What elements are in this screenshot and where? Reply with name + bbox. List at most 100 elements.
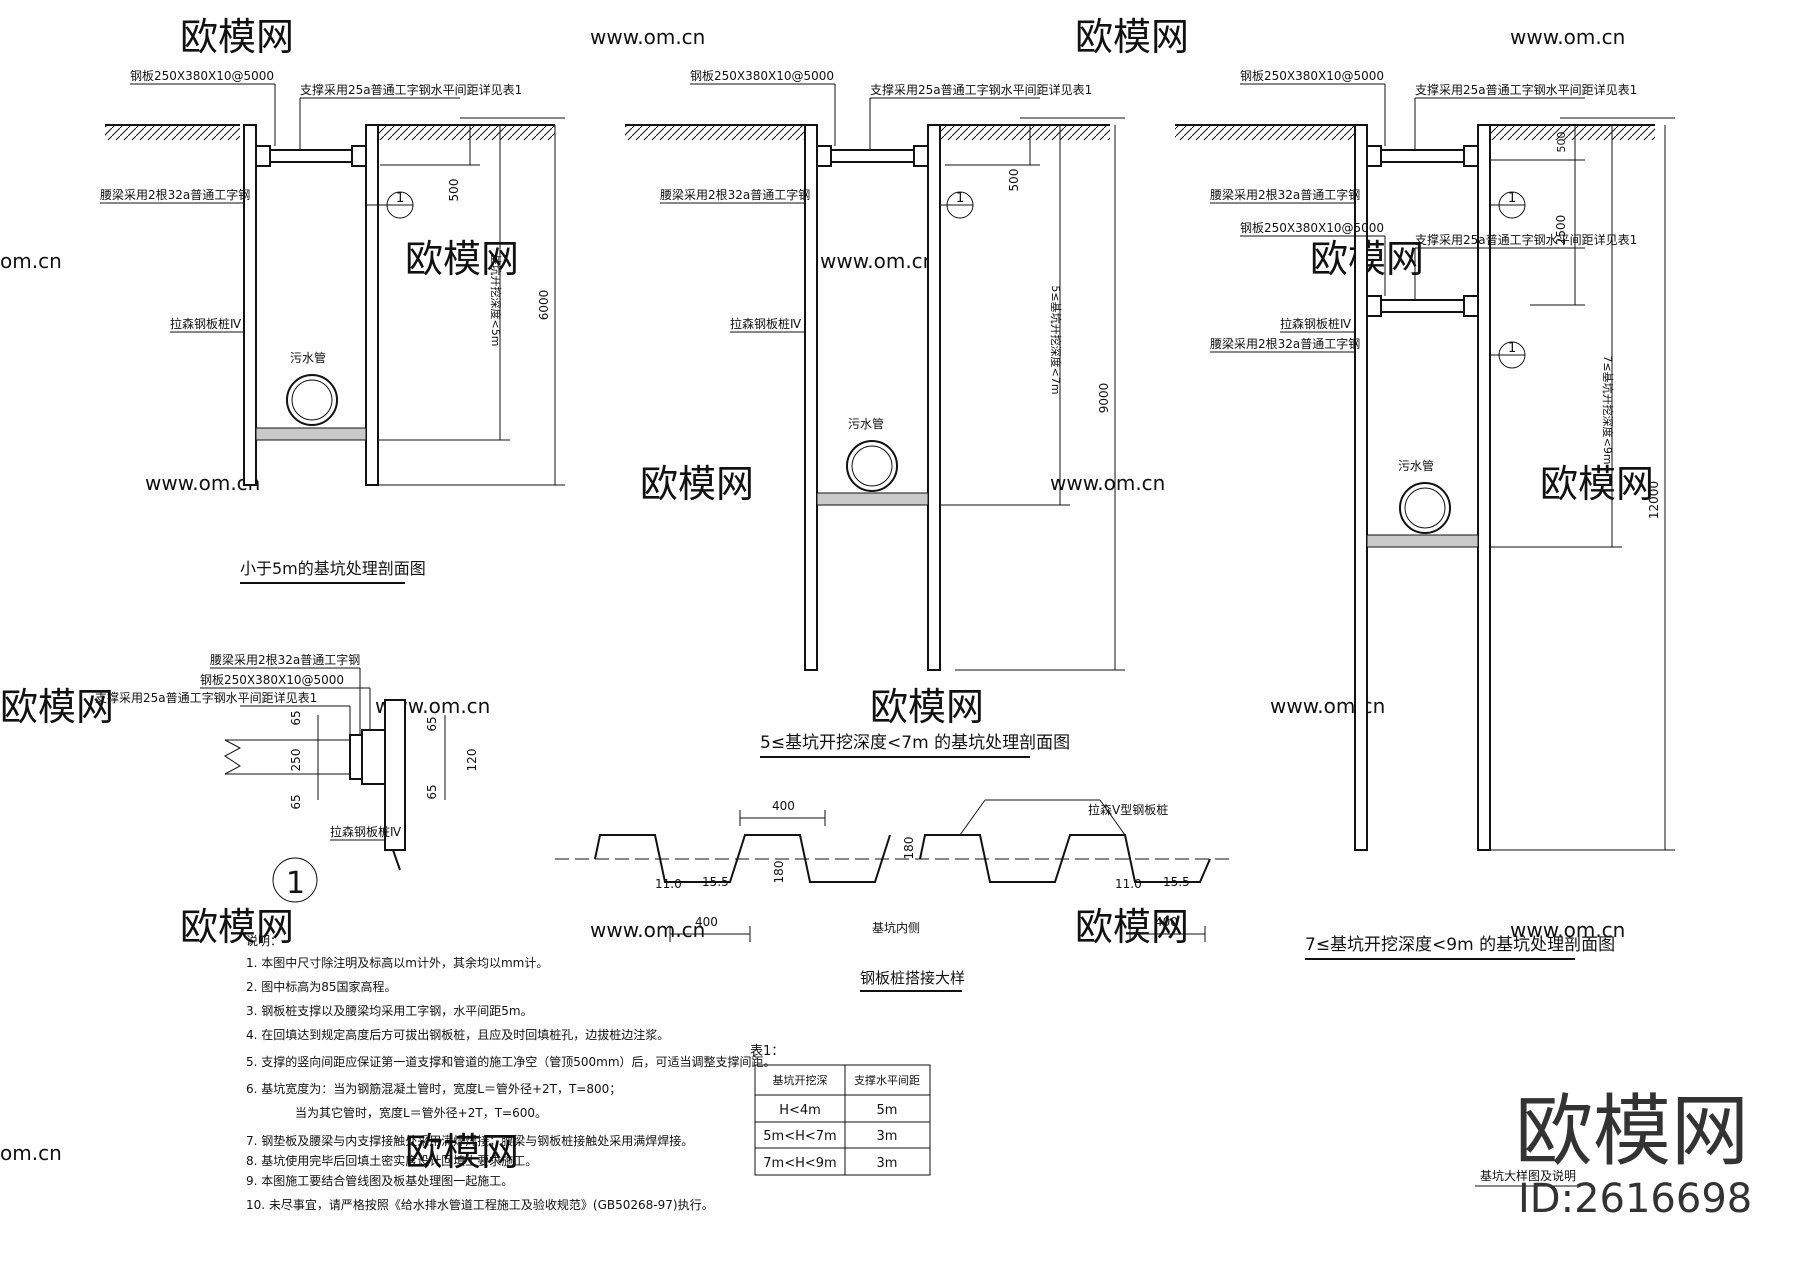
watermark-site: www.om.cn [1270, 694, 1385, 718]
watermark-brand: 欧模网 [640, 462, 754, 506]
pile-label: 拉森钢板桩Ⅳ [330, 824, 401, 839]
watermark-brand: 欧模网 [1540, 462, 1654, 506]
waler-label: 腰梁采用2根32a普通工字钢 [210, 652, 360, 667]
dim-top: 500 [1555, 132, 1568, 153]
dim: 11.0 [1115, 877, 1142, 891]
watermark-site: www.om.cn [590, 918, 705, 942]
plate-label: 钢板250X380X10@5000 [130, 69, 274, 83]
dim: 65 [425, 784, 439, 799]
watermark-site: www.om.cn [145, 471, 260, 495]
pile-type-label: 拉森Ⅴ型钢板桩 [1088, 802, 1168, 817]
support-label: 支撑采用25a普通工字钢水平间距详见表1 [300, 82, 522, 97]
pipe-label: 污水管 [1398, 458, 1434, 473]
note-item: 3. 钢板桩支撑以及腰梁均采用工字钢，水平间距5m。 [246, 1003, 533, 1018]
watermark-site: www.om.cn [590, 25, 705, 49]
plate-label: 钢板250X380X10@5000 [1240, 69, 1384, 83]
watermark-brand: 欧模网 [180, 905, 294, 949]
sewer-pipe [286, 374, 338, 426]
support-label-2: 支撑采用25a普通工字钢水平间距详见表1 [1415, 232, 1637, 247]
callout-number: 1 [956, 191, 964, 206]
table-1: 表1： 基坑开挖深 支撑水平间距 H<4m 5m 5m<H<7m 3m 7m<H… [750, 1044, 931, 1176]
dim: 180 [902, 837, 916, 860]
note-item: 5. 支撑的竖向间距应保证第一道支撑和管道的施工净空（管顶500mm）后，可适当… [246, 1054, 776, 1069]
section-title: 5≤基坑开挖深度<7m 的基坑处理剖面图 [760, 733, 1070, 753]
callout-number: 1 [1508, 341, 1516, 356]
pipe-label: 污水管 [848, 416, 884, 431]
detail-callout-circle [272, 857, 318, 903]
watermark-site: www.om.cn [820, 249, 935, 273]
section-5-to-7m: 钢板250X380X10@5000 支撑采用25a普通工字钢水平间距详见表1 腰… [625, 69, 1125, 758]
plate-label: 钢板250X380X10@5000 [690, 69, 834, 83]
dim: 120 [465, 749, 479, 772]
watermark-site: www.om.cn [1510, 25, 1625, 49]
dim: 15.5 [1163, 875, 1190, 889]
table-caption: 表1： [750, 1044, 784, 1059]
dim: 180 [772, 861, 786, 884]
pit-inside-label: 基坑内侧 [872, 920, 920, 935]
callout-number: 1 [286, 866, 305, 901]
watermark-brand: 欧模网 [870, 685, 984, 729]
watermark-brand: 欧模网 [1075, 15, 1189, 59]
notes-block: 说明： 1. 本图中尺寸除注明及标高以m计外，其余均以mm计。 2. 图中标高为… [246, 933, 776, 1212]
watermark-site: om.cn [0, 249, 62, 273]
sheet-pile-right [1477, 124, 1491, 851]
table-cell: H<4m [779, 1103, 821, 1118]
waler-label: 腰梁采用2根32a普通工字钢 [660, 187, 810, 202]
table-header: 基坑开挖深 [773, 1073, 828, 1087]
dim: 65 [425, 716, 439, 731]
watermark-brand: 欧模网 [1075, 905, 1189, 949]
sheet-pile-right [927, 124, 941, 671]
watermark-site: www.om.cn [1050, 471, 1165, 495]
brand-watermark-large: 欧模网 [1515, 1087, 1749, 1177]
note-item: 8. 基坑使用完毕后回填土密实度设计回填土要求施工。 [246, 1153, 537, 1168]
note-item: 4. 在回填达到规定高度后方可拔出钢板桩，且应及时回填桩孔，边拔桩边注浆。 [246, 1027, 669, 1042]
watermark-site: om.cn [0, 1141, 62, 1165]
pile-lap-detail: 400 400 400 180 180 11.0 15.5 11.0 15.5 … [555, 799, 1235, 992]
plate-label-2: 钢板250X380X10@5000 [1240, 221, 1384, 235]
dim: 15.5 [702, 875, 729, 889]
pile-label: 拉森钢板桩Ⅳ [1280, 316, 1351, 331]
watermark-brand: 欧模网 [405, 1130, 519, 1174]
dim-total: 6000 [537, 290, 551, 321]
table-cell: 3m [877, 1156, 898, 1171]
dim: 11.0 [655, 877, 682, 891]
support-label: 支撑采用25a普通工字钢水平间距详见表1 [1415, 82, 1637, 97]
sheet-label: 基坑大样图及说明 [1480, 1168, 1576, 1183]
support-label: 支撑采用25a普通工字钢水平间距详见表1 [870, 82, 1092, 97]
depth-label: 5≤基坑开挖深度<7m [1049, 285, 1063, 394]
callout-number: 1 [396, 191, 404, 206]
id-watermark: ID:2616698 [1518, 1176, 1752, 1222]
table-cell: 3m [877, 1129, 898, 1144]
note-item: 9. 本图施工要结合管线图及板基处理图一起施工。 [246, 1173, 513, 1188]
table-cell: 5m<H<7m [763, 1129, 836, 1144]
watermark-brand: 欧模网 [0, 685, 114, 729]
notes-title: 说明： [246, 933, 282, 948]
dim: 65 [289, 794, 303, 809]
depth-label: 基坑开挖深度<5m [489, 254, 503, 347]
sheet-pile-left [804, 124, 818, 671]
table-cell: 7m<H<9m [763, 1156, 836, 1171]
note-item: 6. 基坑宽度为：当为钢筋混凝土管时，宽度L＝管外径+2T，T=800； [246, 1081, 621, 1096]
pile-label: 拉森钢板桩Ⅳ [730, 316, 801, 331]
dim: 400 [695, 915, 718, 929]
dim-mid: 2500 [1554, 215, 1568, 246]
note-item: 7. 钢垫板及腰梁与内支撑接触处采用满焊焊接；腰梁与钢板桩接触处采用满焊焊接。 [246, 1133, 693, 1148]
pile-label: 拉森钢板桩Ⅳ [170, 316, 241, 331]
section-title: 小于5m的基坑处理剖面图 [240, 559, 426, 578]
dim-top: 500 [1007, 169, 1021, 192]
detail-1: 腰梁采用2根32a普通工字钢 钢板250X380X10@5000 支撑采用25a… [95, 652, 479, 903]
table-cell: 5m [877, 1103, 898, 1118]
dim: 65 [289, 710, 303, 725]
sheet-pile-right [365, 124, 379, 486]
watermark-layer: 欧模网 欧模网 欧模网 欧模网 欧模网 欧模网 欧模网 欧模网 欧模网 欧模网 … [0, 15, 1654, 1174]
table-header: 支撑水平间距 [854, 1073, 920, 1087]
section-title: 7≤基坑开挖深度<9m 的基坑处理剖面图 [1305, 935, 1615, 955]
dim-total: 9000 [1097, 383, 1111, 414]
title-block: 基坑大样图及说明 欧模网 ID:2616698 [1475, 1087, 1752, 1222]
dim: 400 [772, 799, 795, 813]
cushion-layer [816, 492, 929, 506]
section-under-5m: 钢板250X380X10@5000 支撑采用25a普通工字钢水平间距详见表1 腰… [100, 69, 565, 584]
note-item: 当为其它管时，宽度L＝管外径+2T，T=600。 [295, 1105, 547, 1120]
pipe-label: 污水管 [290, 350, 326, 365]
